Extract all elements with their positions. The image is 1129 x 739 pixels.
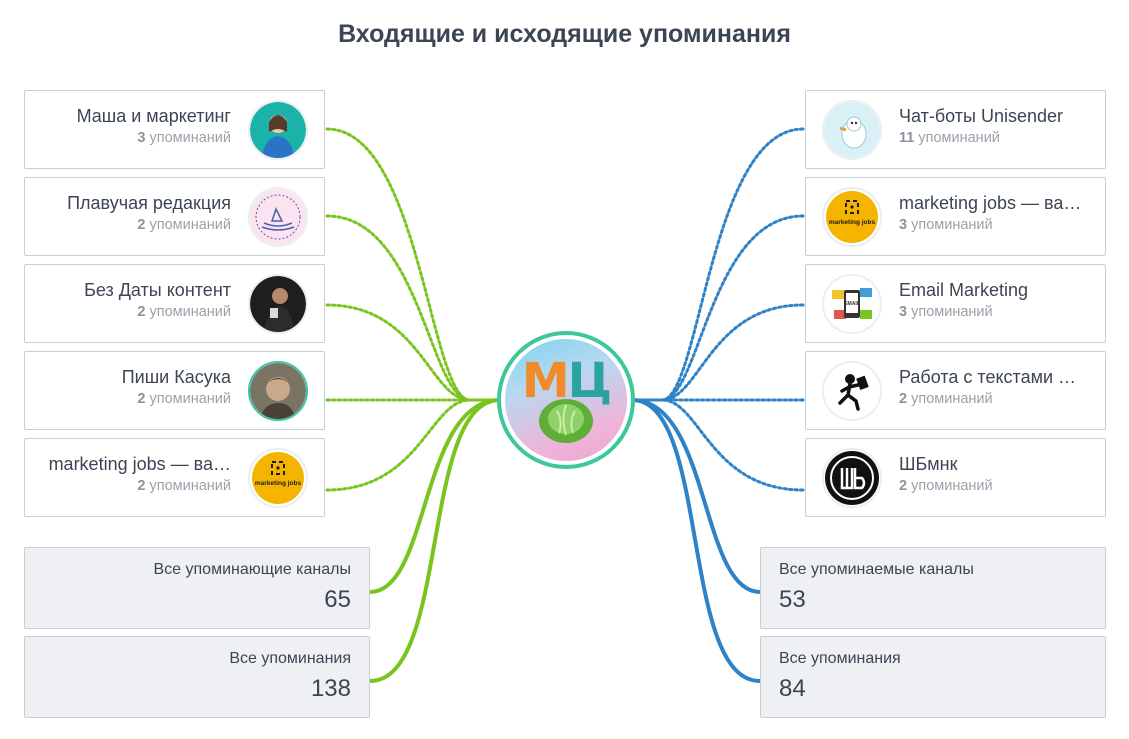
channel-name: Работа с текстами … bbox=[899, 367, 1077, 387]
cabbage-icon bbox=[539, 399, 593, 443]
email-collage-avatar: EMAIL bbox=[822, 274, 882, 334]
marketing-jobs-logo: marketing jobs bbox=[248, 448, 308, 508]
page-title: Входящие и исходящие упоминания bbox=[338, 20, 791, 48]
svg-text:EMAIL: EMAIL bbox=[844, 301, 860, 307]
incoming-channel-card[interactable]: Маша и маркетинг 3 упоминаний bbox=[24, 90, 325, 169]
total-incoming-mentions[interactable]: Все упоминания 138 bbox=[24, 636, 370, 718]
stat-value: 84 bbox=[779, 675, 806, 702]
stat-label: Все упоминающие каналы bbox=[153, 561, 351, 578]
outgoing-stat-connector bbox=[631, 398, 761, 683]
chatbot-illustration-avatar bbox=[822, 100, 882, 160]
outgoing-connector bbox=[630, 127, 805, 402]
running-man-avatar bbox=[822, 361, 882, 421]
total-outgoing-mentions[interactable]: Все упоминания 84 bbox=[760, 636, 1106, 718]
channel-name: marketing jobs — ва… bbox=[48, 454, 231, 474]
mention-count: 2 упоминаний bbox=[137, 478, 231, 494]
channel-name: Плавучая редакция bbox=[67, 193, 231, 213]
incoming-stat-connector bbox=[369, 398, 501, 683]
mention-count: 2 упоминаний bbox=[899, 391, 993, 407]
channel-name: marketing jobs — ва… bbox=[899, 193, 1082, 213]
incoming-connector bbox=[325, 303, 502, 402]
outgoing-channel-card[interactable]: marketing jobs marketing jobs — ва… 3 уп… bbox=[805, 177, 1106, 256]
total-mentioned-channels[interactable]: Все упоминаемые каналы 53 bbox=[760, 547, 1106, 629]
mention-count: 2 упоминаний bbox=[137, 217, 231, 233]
boat-sketch-avatar bbox=[248, 187, 308, 247]
total-mentioning-channels[interactable]: Все упоминающие каналы 65 bbox=[24, 547, 370, 629]
woman-portrait-avatar bbox=[248, 100, 308, 160]
outgoing-connector bbox=[630, 214, 805, 402]
person-photo-avatar bbox=[248, 361, 308, 421]
mention-count: 3 упоминаний bbox=[899, 304, 993, 320]
channel-name: Email Marketing bbox=[899, 280, 1029, 300]
center-channel-avatar[interactable]: МЦ bbox=[497, 331, 635, 469]
outgoing-stat-connector bbox=[631, 398, 761, 594]
stat-value: 53 bbox=[779, 586, 806, 613]
channel-name: Пиши Касука bbox=[121, 367, 231, 387]
outgoing-channel-card[interactable]: Чат-боты Unisender 11 упоминаний bbox=[805, 90, 1106, 169]
mention-count: 3 упоминаний bbox=[899, 217, 993, 233]
mention-count: 2 упоминаний bbox=[899, 478, 993, 494]
svg-text:marketing jobs: marketing jobs bbox=[255, 480, 302, 487]
channel-monogram: МЦ bbox=[521, 353, 612, 409]
mention-count: 2 упоминаний bbox=[137, 304, 231, 320]
stat-label: Все упоминаемые каналы bbox=[779, 561, 974, 578]
mention-count: 2 упоминаний bbox=[137, 391, 231, 407]
incoming-connector bbox=[325, 127, 502, 402]
svg-text:marketing jobs: marketing jobs bbox=[829, 219, 876, 226]
channel-name: Маша и маркетинг bbox=[76, 106, 231, 126]
incoming-channel-card[interactable]: Пиши Касука 2 упоминаний bbox=[24, 351, 325, 430]
channel-name: Чат-боты Unisender bbox=[899, 106, 1064, 126]
outgoing-channel-card[interactable]: Работа с текстами … 2 упоминаний bbox=[805, 351, 1106, 430]
channel-name: ШБмнк bbox=[899, 454, 958, 474]
outgoing-channel-card[interactable]: EMAIL Email Marketing 3 упоминаний bbox=[805, 264, 1106, 343]
mention-count: 3 упоминаний bbox=[137, 130, 231, 146]
outgoing-connector bbox=[630, 303, 805, 402]
incoming-connector bbox=[325, 398, 502, 492]
incoming-channel-card[interactable]: marketing jobs — ва… 2 упоминаний market… bbox=[24, 438, 325, 517]
shbmnk-logo-avatar bbox=[822, 448, 882, 508]
incoming-channel-card[interactable]: Без Даты контент 2 упоминаний bbox=[24, 264, 325, 343]
stat-value: 138 bbox=[310, 675, 351, 702]
stat-value: 65 bbox=[324, 586, 351, 613]
incoming-connector bbox=[325, 214, 502, 402]
mention-count: 11 упоминаний bbox=[899, 130, 1000, 146]
incoming-channel-card[interactable]: Плавучая редакция 2 упоминаний bbox=[24, 177, 325, 256]
channel-name: Без Даты контент bbox=[84, 280, 231, 300]
man-dark-portrait-avatar bbox=[248, 274, 308, 334]
outgoing-channel-card[interactable]: ШБмнк 2 упоминаний bbox=[805, 438, 1106, 517]
incoming-stat-connector bbox=[369, 398, 501, 594]
marketing-jobs-logo: marketing jobs bbox=[822, 187, 882, 247]
stat-label: Все упоминания bbox=[779, 650, 901, 667]
outgoing-connector bbox=[630, 398, 805, 492]
stat-label: Все упоминания bbox=[229, 650, 351, 667]
